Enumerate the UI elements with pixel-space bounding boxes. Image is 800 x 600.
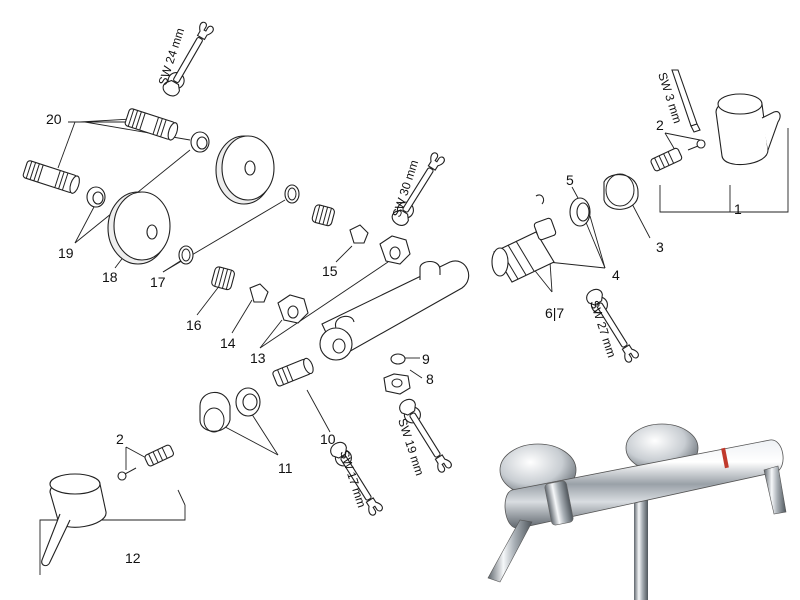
label-20: 20 <box>46 111 62 127</box>
wall-rose <box>107 135 275 265</box>
o-ring <box>390 353 406 365</box>
product-photo <box>487 423 787 600</box>
thermostat-body <box>319 260 470 361</box>
label-12: 12 <box>125 550 141 566</box>
label-6-7: 6|7 <box>545 305 564 321</box>
tool-label-sw17: SW 17 mm <box>337 449 369 510</box>
screw <box>650 139 706 172</box>
leader-lines <box>39 117 789 575</box>
allen-key-icon <box>671 69 701 133</box>
label-2-left: 2 <box>116 431 124 447</box>
eccentric-connector <box>22 108 179 194</box>
label-15: 15 <box>322 263 338 279</box>
label-16: 16 <box>186 317 202 333</box>
check-valve <box>211 204 335 291</box>
label-4: 4 <box>612 267 620 283</box>
temperature-stop <box>603 173 639 210</box>
label-17: 17 <box>150 274 166 290</box>
label-11: 11 <box>278 460 293 476</box>
label-13: 13 <box>250 350 266 366</box>
retaining-ring <box>569 197 591 227</box>
adapter-nut <box>383 373 411 395</box>
label-8: 8 <box>426 371 434 387</box>
stop-ring <box>199 387 261 433</box>
label-3: 3 <box>656 239 664 255</box>
screw <box>117 444 175 481</box>
union-nut <box>86 131 210 208</box>
hex-nut <box>277 235 411 324</box>
part-numbers: 20 19 18 17 16 14 13 15 10 11 12 2 9 8 6… <box>46 111 742 566</box>
label-14: 14 <box>220 335 236 351</box>
label-19: 19 <box>58 245 74 261</box>
valve-insert <box>249 224 369 303</box>
label-10: 10 <box>320 431 336 447</box>
thermostat-cartridge <box>491 194 557 283</box>
shutoff-cartridge <box>272 357 314 387</box>
label-2-right: 2 <box>656 117 664 133</box>
flow-handle <box>715 93 781 166</box>
label-9: 9 <box>422 351 430 367</box>
label-5: 5 <box>566 172 574 188</box>
temperature-handle <box>41 473 107 567</box>
filter-screen <box>178 184 300 265</box>
label-18: 18 <box>102 269 118 285</box>
label-1: 1 <box>734 201 742 217</box>
